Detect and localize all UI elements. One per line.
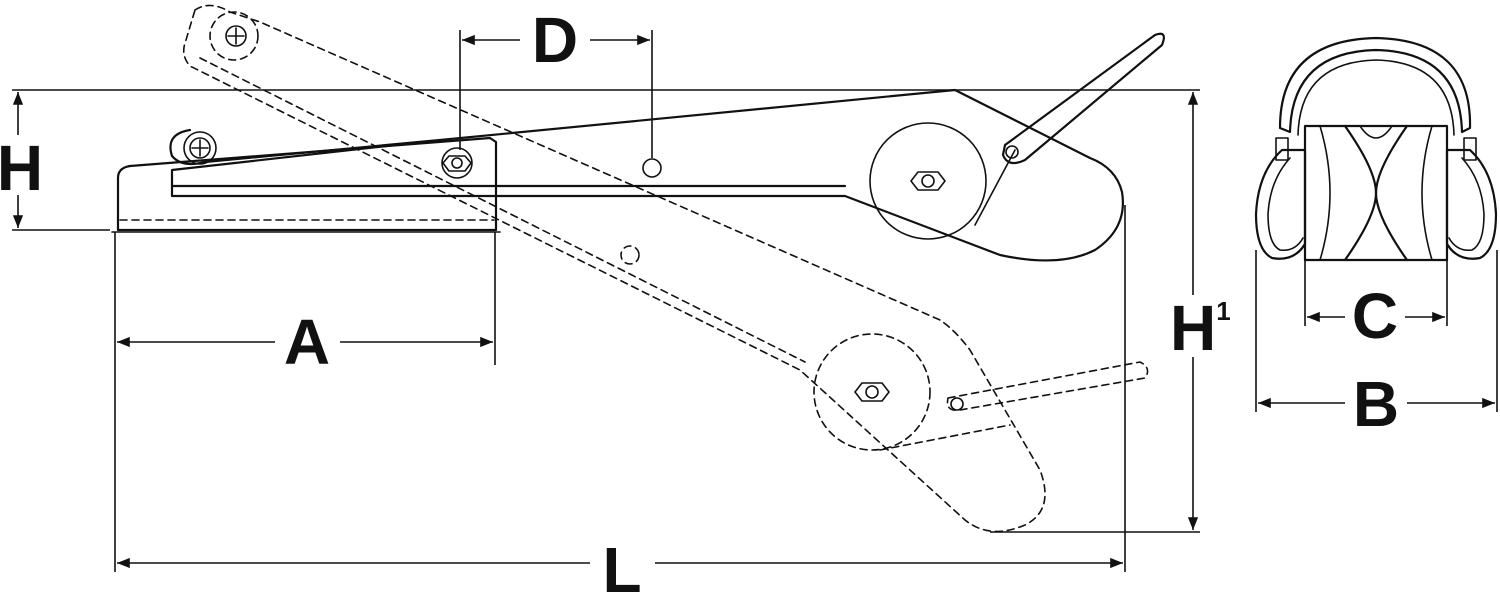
upper-handle-rod (1001, 32, 1165, 165)
label-a: A (284, 306, 330, 378)
front-view: C B (1254, 36, 1498, 440)
right-cheek-plate (1445, 148, 1498, 260)
left-cheek-plate (1254, 148, 1307, 260)
label-h: H (0, 132, 43, 204)
mount-hole (642, 158, 662, 178)
pivot-nut (441, 147, 473, 179)
pivot-screw-left (183, 131, 217, 165)
label-c: C (1352, 280, 1398, 352)
label-d: D (532, 4, 578, 76)
roller-bail (1278, 36, 1472, 134)
upper-roller (869, 122, 987, 240)
base-plate (116, 136, 498, 232)
top-arm (169, 88, 1124, 262)
side-view: D H A L H1 (0, 4, 1231, 606)
tilted-arm-dashed (182, 4, 1149, 533)
label-h1: H1 (1170, 292, 1231, 364)
label-b: B (1353, 368, 1399, 440)
label-l: L (602, 534, 641, 606)
